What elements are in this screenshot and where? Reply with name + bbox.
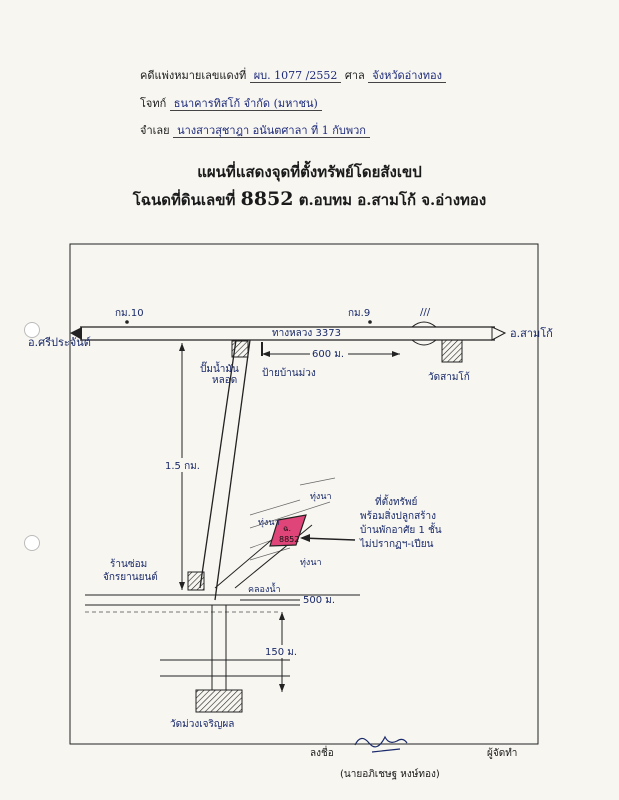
plaintiff-name: ธนาคารทิสโก้ จำกัด (มหาชน) <box>169 97 322 111</box>
property-label-3: บ้านพักอาศัย 1 ชั้น <box>360 522 442 536</box>
court-name: จังหวัดอ่างทอง <box>368 69 447 83</box>
property-pointer <box>301 537 356 541</box>
map-title: แผนที่แสดงจุดที่ตั้งทรัพย์โดยสังเขป <box>197 163 422 181</box>
bridge-icon <box>411 321 437 346</box>
preparer-name: (นายอภิเชษฐ หงษ์ทอง) <box>340 769 440 780</box>
left-arrow-icon <box>70 327 82 340</box>
km10-label: กม.10 <box>115 308 144 319</box>
deed-number: 8852 <box>240 188 294 210</box>
dist-600-label: 600 ม. <box>312 349 344 360</box>
left-destination: อ.ศรีประจันต์ <box>28 336 91 349</box>
parcel-8852 <box>269 514 307 547</box>
highway-label: ทางหลวง 3373 <box>272 328 341 339</box>
sign-label: ป้ายบ้านม่วง <box>262 367 316 379</box>
preparer-role: ผู้จัดทำ <box>487 748 518 759</box>
deed-title-prefix: โฉนดที่ดินเลขที่ <box>132 191 236 209</box>
shop-box <box>187 571 205 591</box>
gas-station-box <box>231 340 249 358</box>
right-arrow-icon <box>491 326 507 341</box>
dist-500-label: 500 ม. <box>303 595 335 606</box>
map-frame <box>69 243 539 745</box>
shop-label-2: จักรยานยนต์ <box>103 571 158 583</box>
bridge-mark: /// <box>420 307 431 318</box>
plaintiff-row: โจทก์ ธนาคารทิสโก้ จำกัด (มหาชน) <box>140 94 322 112</box>
dist-600-arrow-right <box>392 351 400 357</box>
field-label-2: ทุ่งนา <box>258 518 280 528</box>
signature <box>354 735 408 753</box>
parcel-number: 8852 <box>279 535 299 544</box>
right-destination: อ.สามโก้ <box>510 326 553 340</box>
side-road-left <box>199 339 237 589</box>
gas-station-label2: หลอด <box>212 375 237 386</box>
defendant-row: จำเลย นางสาวสุชาฎา อนันตศาลา ที่ 1 กับพว… <box>140 121 370 139</box>
dist-150-label: 150 ม. <box>265 647 297 658</box>
case-number: ผบ. 1077 /2552 <box>249 69 342 83</box>
binder-hole-bottom <box>24 535 40 551</box>
binder-hole-top <box>24 322 40 338</box>
deed-title-suffix: ต.อบทม อ.สามโก้ จ.อ่างทอง <box>298 191 487 209</box>
km9-marker <box>368 320 372 324</box>
canal-label: คลองน้ำ <box>248 582 281 595</box>
property-label-4: ไม่ปรากฏฯ-เปียน <box>359 538 434 550</box>
dist-15km-arrow-top <box>179 343 185 351</box>
temple-samko-label: วัดสามโก้ <box>428 370 470 383</box>
temple-samko-box <box>441 339 463 363</box>
field-label-1: ทุ่งนา <box>310 492 332 502</box>
property-pointer-arrow <box>300 534 310 542</box>
court-label: ศาล <box>344 69 365 82</box>
dist-15km-label: 1.5 กม. <box>165 461 200 472</box>
property-label-1: ที่ตั้งทรัพย์ <box>375 494 417 508</box>
km10-marker <box>125 320 129 324</box>
gas-station-label: ปั๊มน้ำมัน <box>200 361 239 375</box>
deed-title: โฉนดที่ดินเลขที่ 8852 ต.อบทม อ.สามโก้ จ.… <box>0 188 619 212</box>
defendant-label: จำเลย <box>140 124 170 137</box>
defendant-name: นางสาวสุชาฎา อนันตศาลา ที่ 1 กับพวก <box>173 124 370 138</box>
dist-600-arrow-left <box>262 351 270 357</box>
dist-150-arrow-top <box>279 612 285 620</box>
field-label-3: ทุ่งนา <box>300 558 322 568</box>
dist-150-arrow-bottom <box>279 684 285 692</box>
plaintiff-label: โจทก์ <box>140 97 167 110</box>
case-number-row: คดีแพ่งหมายเลขแดงที่ ผบ. 1077 /2552 ศาล … <box>140 66 447 84</box>
parcel-label: ฉ. <box>283 524 291 533</box>
shop-label-1: ร้านซ่อม <box>110 558 147 570</box>
side-road-right <box>214 339 251 601</box>
temple-bottom-label: วัดม่วงเจริญผล <box>170 719 234 730</box>
case-label: คดีแพ่งหมายเลขแดงที่ <box>140 69 247 82</box>
property-label-2: พร้อมสิ่งปลูกสร้าง <box>360 508 436 522</box>
km9-label: กม.9 <box>348 308 370 319</box>
sign-label: ลงชื่อ <box>310 748 334 759</box>
dist-15km-arrow-bottom <box>179 582 185 590</box>
temple-bottom-box <box>195 689 243 713</box>
